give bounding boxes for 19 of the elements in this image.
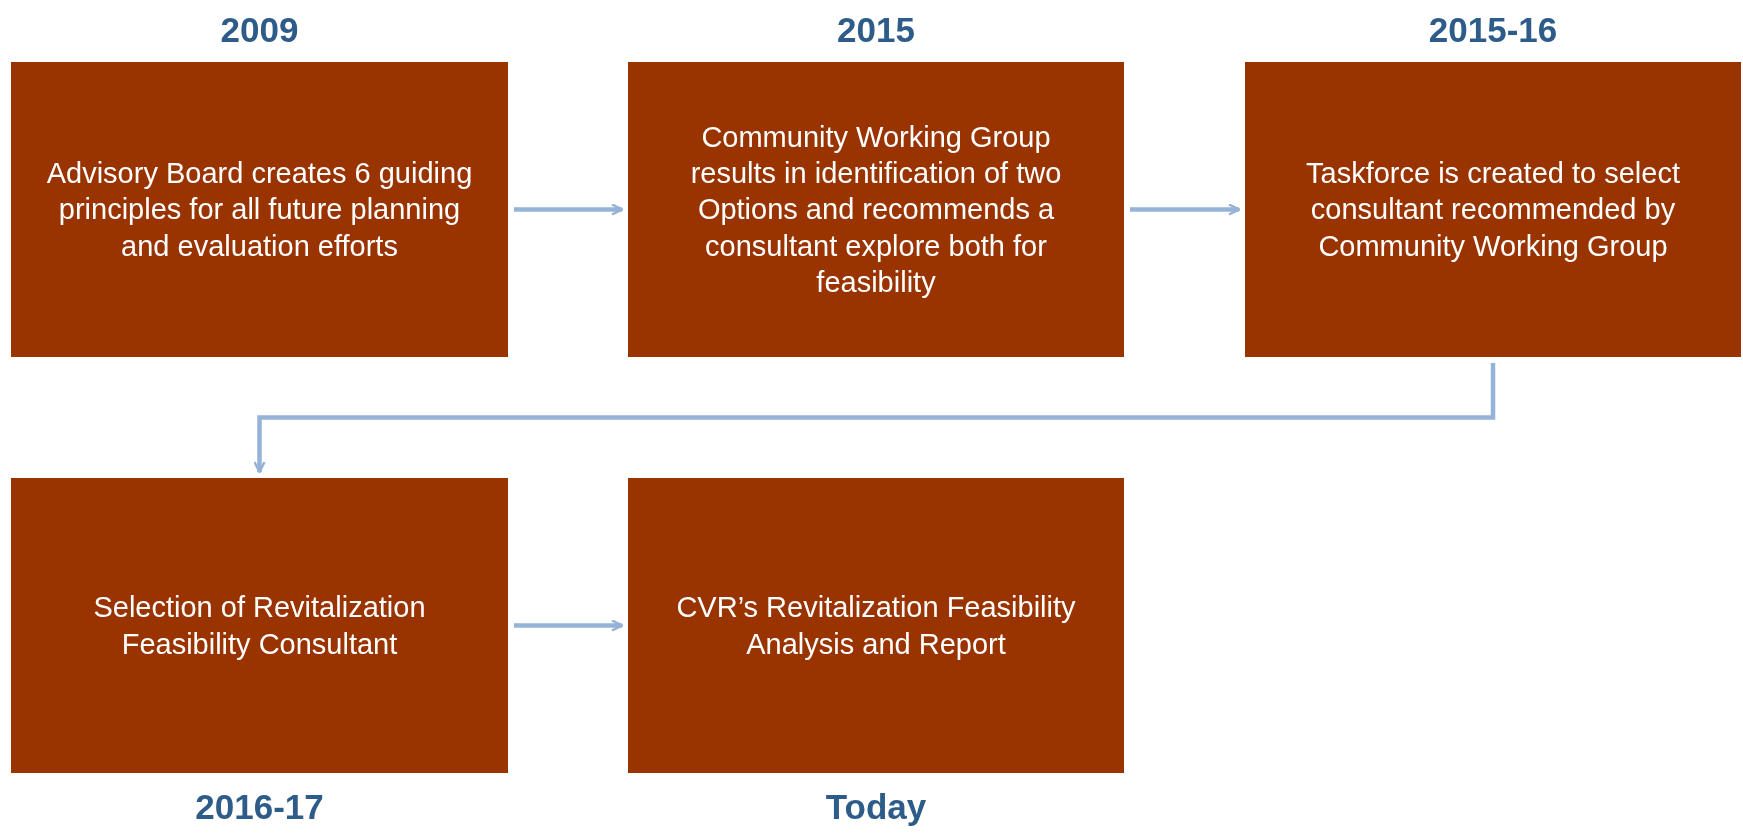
arrow [514,203,624,216]
step-text: Taskforce is created to select consultant recommended by Community Working Group [1305,156,1681,264]
process-box [11,478,508,773]
step-text: CVR’s Revitalization Feasibility Analysis and Report [675,590,1077,662]
year-label: 2016-17 [194,787,325,827]
process-box [628,478,1124,773]
year-label: Today [824,787,928,827]
year-label: 2015 [836,10,916,50]
step-text: Advisory Board creates 6 guiding principles for all future planning and evaluation efforts [45,156,474,264]
year-label: 2015-16 [1427,10,1559,50]
arrow [514,619,624,632]
step-text: Community Working Group results in identification of two Options and recommends a consultant explore both for feasibility [689,119,1063,300]
step-text: Selection of Revitalization Feasibility Consultant [92,590,427,662]
arrow [1130,203,1241,216]
process-box [11,62,508,357]
process-box [628,62,1124,357]
process-box [1245,62,1741,357]
year-label: 2009 [219,10,300,50]
arrow [253,363,1496,474]
